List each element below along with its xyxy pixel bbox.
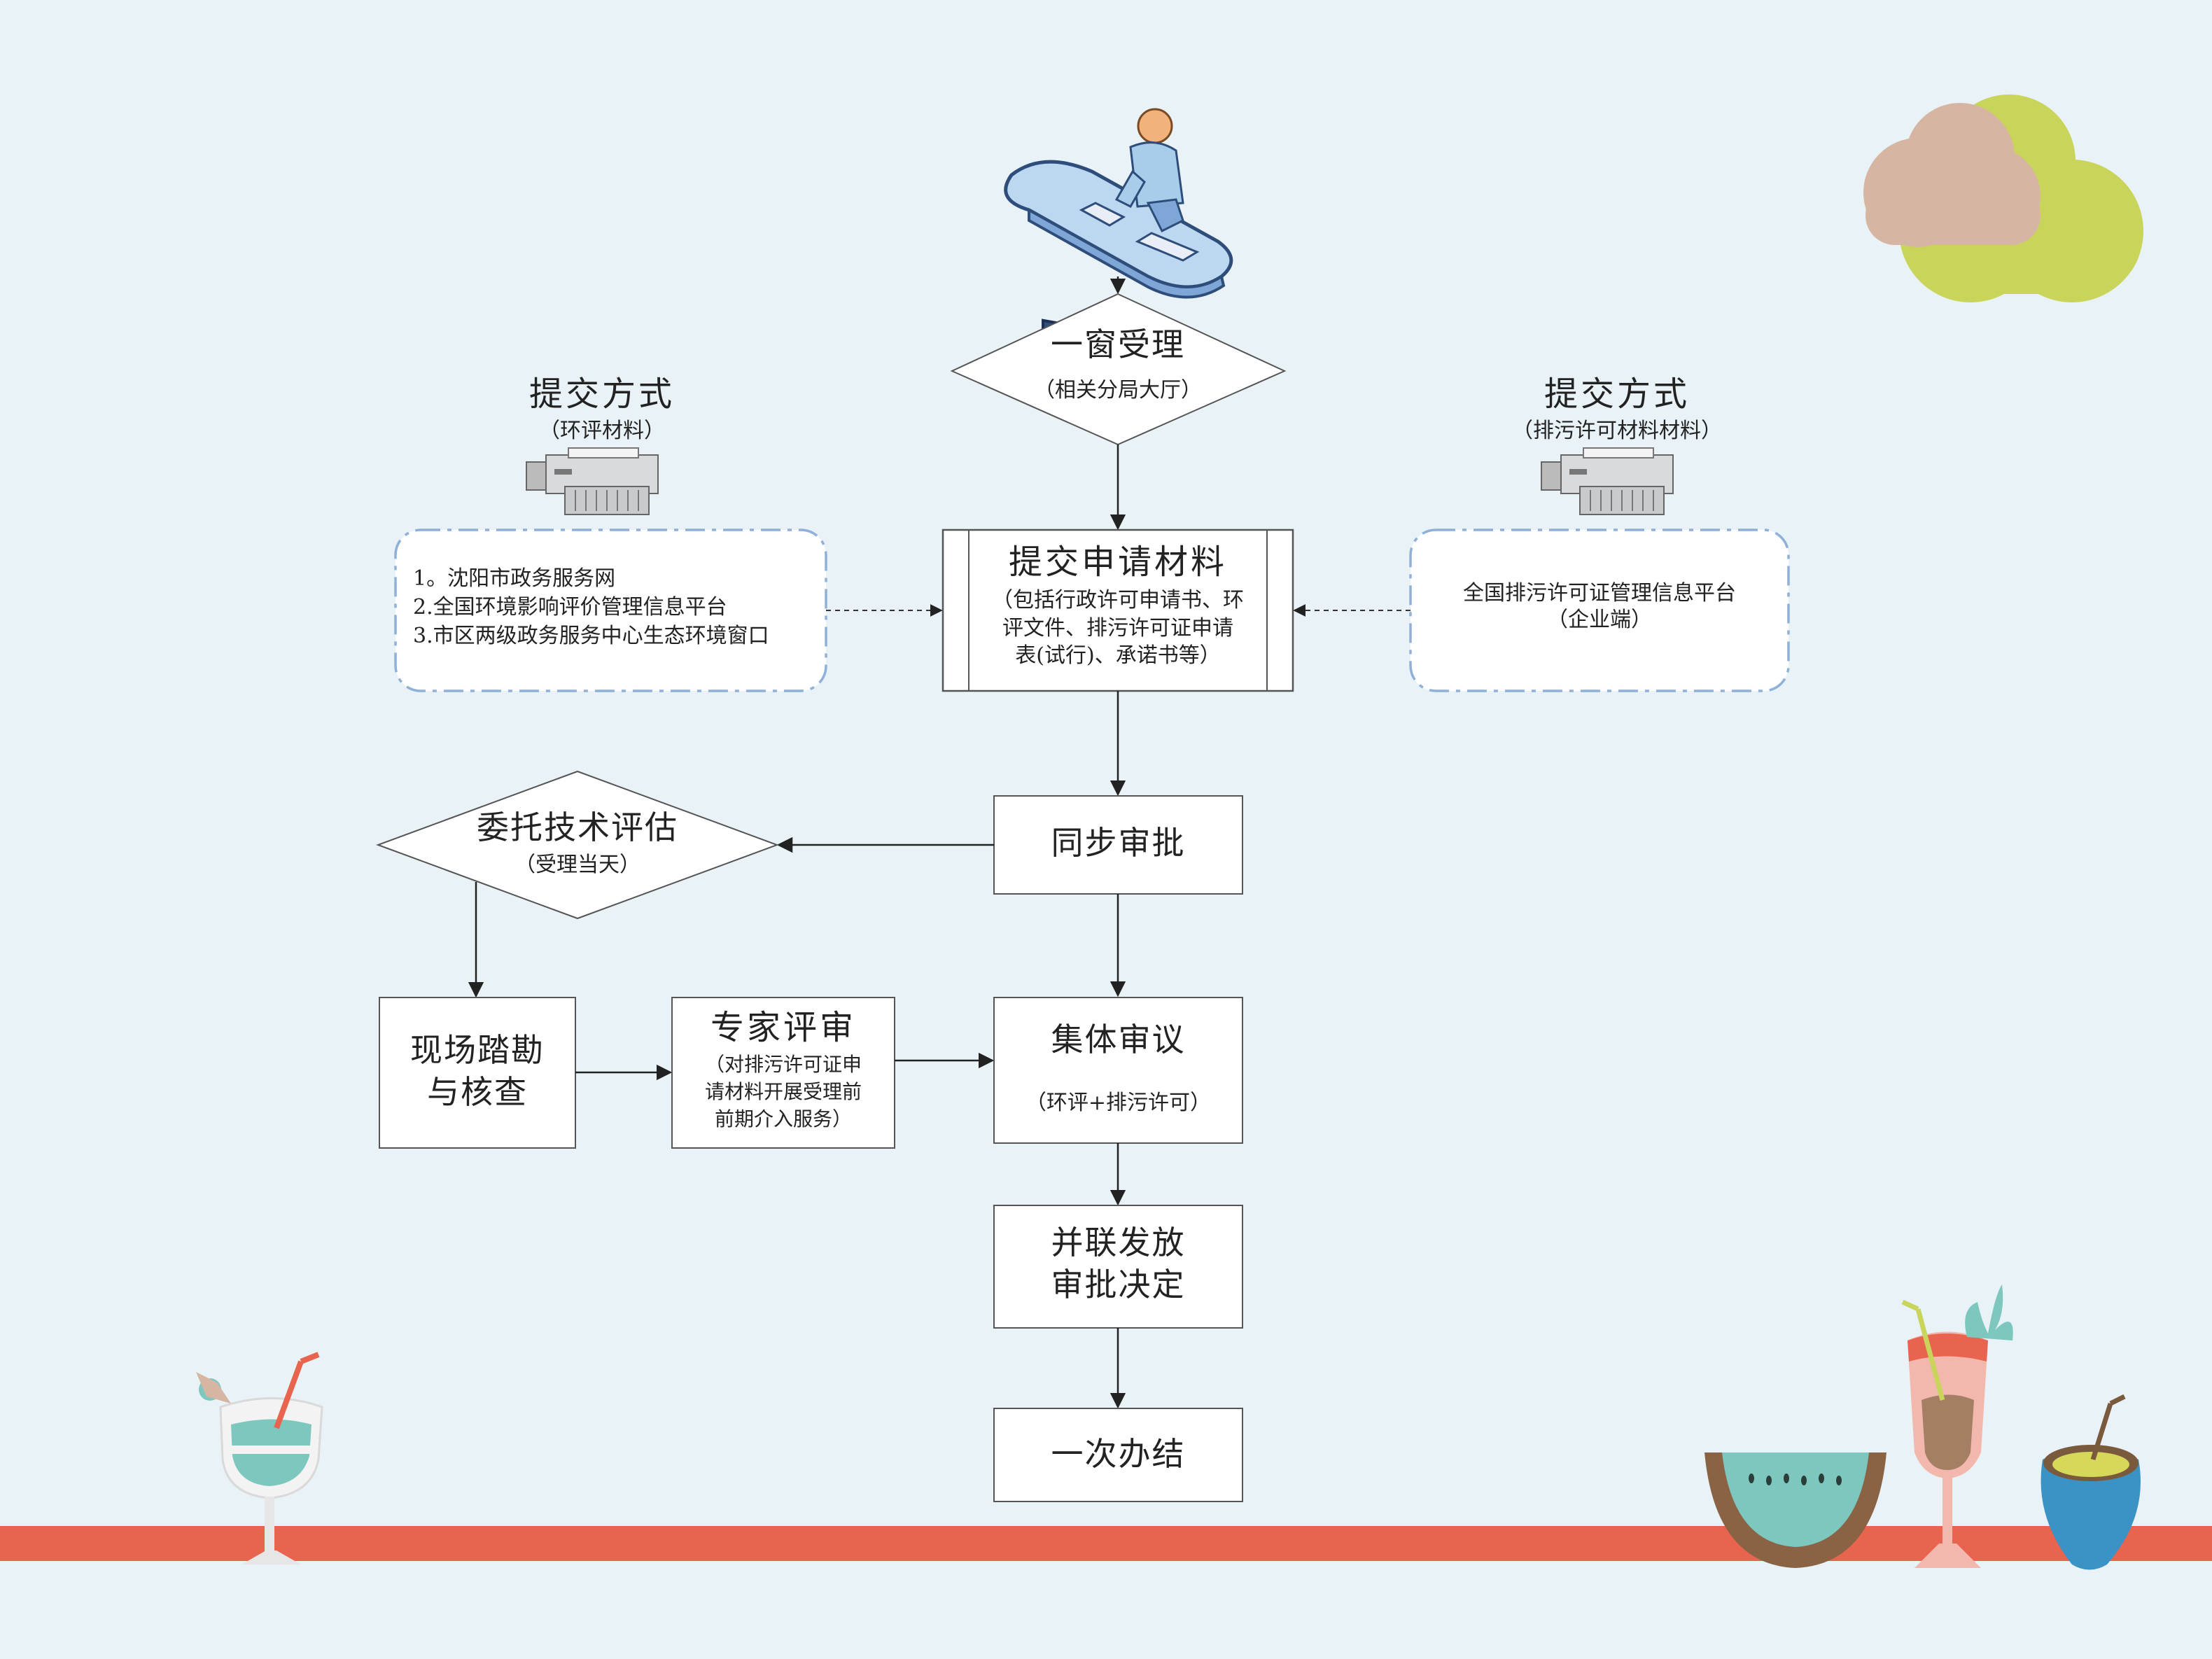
- left-channel-2: 2.全国环境影响评价管理信息平台: [413, 595, 727, 620]
- left-method-subtitle: （环评材料）: [539, 419, 665, 443]
- left-method-title: 提交方式: [528, 374, 675, 414]
- submit-desc-line-3: 表(试行)、承诺书等）: [1015, 643, 1221, 668]
- collective-title: 集体审议: [1051, 1021, 1186, 1058]
- fax-machine-icon: [1541, 447, 1674, 515]
- process-site-inspection: [379, 997, 576, 1149]
- right-method-subtitle: （排污许可材料材料）: [1512, 419, 1722, 443]
- right-channel-2: （企业端）: [1547, 608, 1652, 632]
- window-title: 一窗受理: [1051, 326, 1185, 363]
- process-sync: [993, 795, 1243, 895]
- expert-desc-line-3: 前期介入服务）: [714, 1107, 852, 1130]
- watermelon-slice-icon: [1704, 1452, 1886, 1568]
- parallel-line-1: 并联发放: [1051, 1224, 1186, 1261]
- left-channel-3: 3.市区两级政务服务中心生态环境窗口: [413, 624, 769, 648]
- process-expert-review: [671, 997, 895, 1149]
- submit-desc-line-2: 评文件、排污许可证申请: [1002, 616, 1233, 640]
- submit-desc-line-1: （包括行政许可申请书、环: [992, 588, 1244, 612]
- process-final: [993, 1408, 1243, 1502]
- expert-desc-line-1: （对排污许可证申: [704, 1053, 862, 1076]
- collective-subtitle: （环评+排污许可）: [1025, 1091, 1212, 1115]
- process-collective: [993, 997, 1243, 1144]
- floor-stripe: [0, 1526, 2212, 1561]
- decision-entrust: [376, 770, 779, 920]
- fruit-cocktail-icon: [1901, 1284, 2013, 1568]
- cloud-icon: [1863, 94, 2143, 302]
- coconut-drink-icon: [2040, 1394, 2141, 1570]
- channels-left: [394, 528, 827, 692]
- channels-right: [1409, 528, 1790, 692]
- submit-title: 提交申请材料: [1008, 542, 1227, 582]
- final-title: 一次办结: [1051, 1435, 1186, 1473]
- fax-machine-icon: [526, 447, 659, 515]
- process-submit: [941, 528, 1294, 692]
- cocktail-glass-icon: [196, 1352, 323, 1564]
- entrust-title: 委托技术评估: [477, 808, 678, 846]
- sync-title: 同步审批: [1051, 824, 1186, 862]
- site-line-2: 与核查: [427, 1073, 528, 1111]
- right-method-title: 提交方式: [1544, 374, 1690, 414]
- site-line-1: 现场踏勘: [410, 1031, 545, 1069]
- expert-title: 专家评审: [710, 1008, 856, 1047]
- expert-desc-line-2: 请材料开展受理前: [704, 1080, 862, 1103]
- left-channel-1: 1。沈阳市政务服务网: [413, 566, 616, 591]
- window-subtitle: （相关分局大厅）: [1034, 378, 1202, 402]
- right-channel-1: 全国排污许可证管理信息平台: [1463, 581, 1736, 606]
- entrust-subtitle: （受理当天）: [514, 853, 640, 877]
- decision-window: [950, 293, 1287, 446]
- parallel-line-2: 审批决定: [1051, 1266, 1186, 1303]
